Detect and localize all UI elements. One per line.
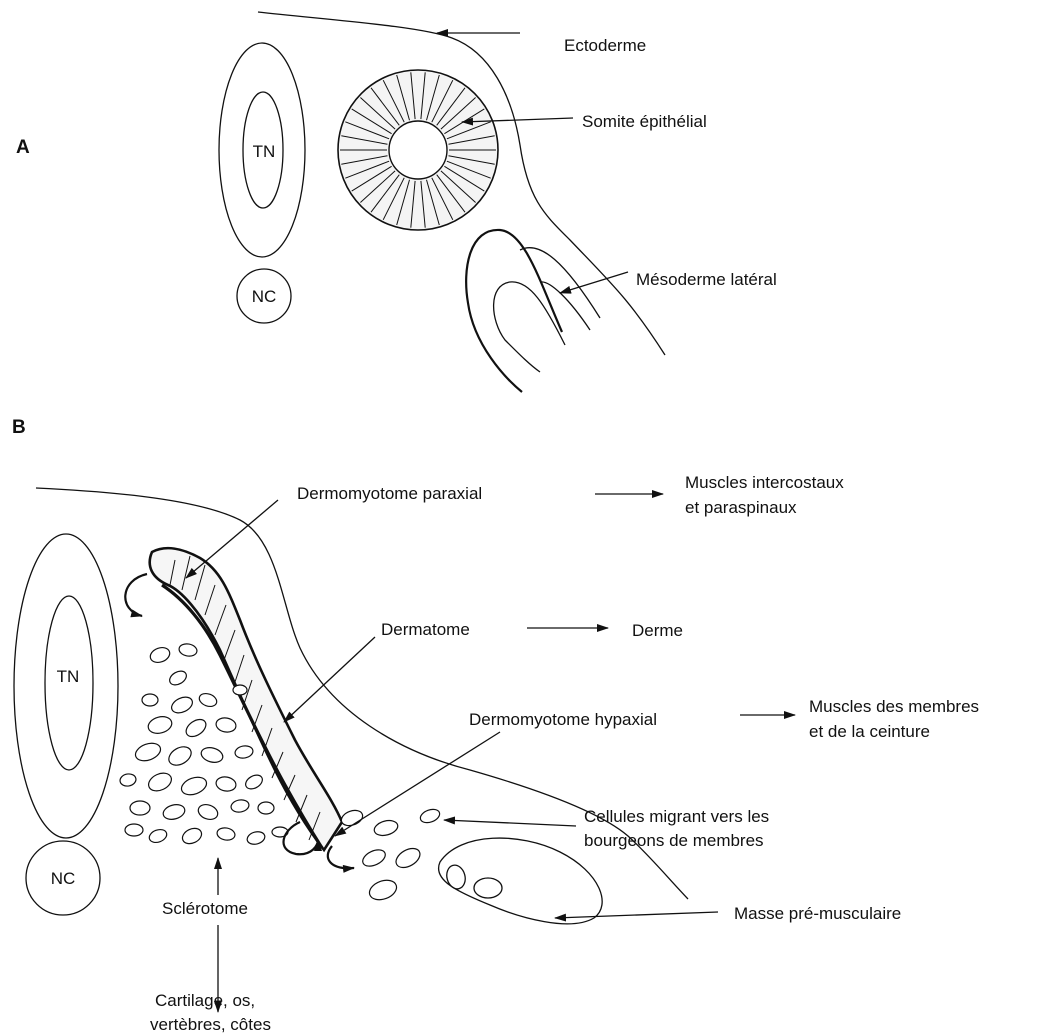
sclerotome-cell: [147, 827, 168, 844]
sclerotome-cell: [216, 827, 236, 842]
sclerotome-cell: [233, 685, 247, 695]
sclerotome-cell: [196, 802, 220, 822]
dermatome-pointer: [284, 637, 375, 722]
muscles-membres-label-1: Muscles des membres: [809, 697, 979, 716]
sclerotome-cell: [162, 802, 187, 821]
panel-b: B TN NC: [12, 417, 979, 1034]
sclerotome-cell: [146, 714, 173, 736]
panel-b-letter: B: [12, 417, 26, 438]
panel-a-letter: A: [16, 137, 30, 158]
lateral-mesoderm: [466, 230, 600, 392]
sclerotome-cell: [215, 716, 237, 733]
epithelial-somite: [338, 70, 498, 230]
neural-tube-label-b: TN: [57, 667, 80, 686]
dermomyotome-paraxial-label: Dermomyotome paraxial: [297, 484, 482, 503]
sclerotome-cell: [125, 824, 143, 836]
cellules-migrant-pointer: [444, 820, 576, 826]
sclerotome-cell: [246, 830, 266, 846]
masse-pointer: [555, 912, 718, 918]
sclerotome-cell: [243, 772, 265, 791]
neural-tube-label-a: TN: [253, 142, 276, 161]
sclerotome-cell: [169, 694, 195, 716]
cartilage-label-2: vertèbres, côtes: [150, 1015, 271, 1034]
migrating-cells: [339, 807, 441, 903]
muscles-membres-label-2: et de la ceinture: [809, 722, 930, 741]
sclerotome-cell: [179, 774, 209, 798]
sclerotome-cell: [130, 801, 150, 815]
sclerotome-cell: [230, 799, 250, 814]
curved-arrow-ventral-2: [328, 846, 354, 868]
sclerotome-cell: [197, 691, 218, 708]
dermatome-label: Dermatome: [381, 620, 470, 639]
sclerotome-cell: [200, 745, 225, 764]
notochord-label-b: NC: [51, 869, 76, 888]
ectoderme-label: Ectoderme: [564, 36, 646, 55]
sclerotome-cell: [148, 645, 172, 665]
sclerotome-cell: [258, 802, 274, 814]
muscles-intercostaux-label-1: Muscles intercostaux: [685, 473, 844, 492]
sclerotome-cell: [180, 825, 204, 846]
muscles-intercostaux-label-2: et paraspinaux: [685, 498, 797, 517]
notochord-label-a: NC: [252, 287, 277, 306]
sclerotome-label: Sclérotome: [162, 899, 248, 918]
sclerotome-cell: [234, 745, 254, 760]
cellules-migrant-label-2: bourgeons de membres: [584, 831, 764, 850]
dermomyotome-hypaxial-label: Dermomyotome hypaxial: [469, 710, 657, 729]
sclerotome-cell: [215, 775, 237, 792]
derme-label: Derme: [632, 621, 683, 640]
curved-arrow-dorsal: [125, 574, 147, 616]
sclerotome-cell: [183, 716, 209, 740]
panel-a: A TN NC Ectoderme Somite épithélial Méso…: [16, 12, 777, 392]
sclerotome-cell: [119, 773, 137, 788]
masse-pre-musculaire-label: Masse pré-musculaire: [734, 904, 901, 923]
sclerotome-cell: [142, 694, 158, 706]
cellules-migrant-label-1: Cellules migrant vers les: [584, 807, 769, 826]
dermomyotome-paraxial-pointer: [186, 500, 278, 578]
mesoderme-label: Mésoderme latéral: [636, 270, 777, 289]
dermomyotome-hypaxial-pointer: [335, 732, 500, 836]
sclerotome-cell: [146, 770, 175, 795]
sclerotome-cell: [166, 743, 195, 769]
cartilage-label-1: Cartilage, os,: [155, 991, 255, 1010]
sclerotome-cell: [167, 668, 189, 687]
pre-muscle-mass: [439, 838, 603, 924]
somite-label: Somite épithélial: [582, 112, 707, 131]
sclerotome-cell: [133, 740, 163, 764]
sclerotome-cell: [178, 643, 198, 658]
neural-tube-outer-b: [14, 534, 118, 838]
